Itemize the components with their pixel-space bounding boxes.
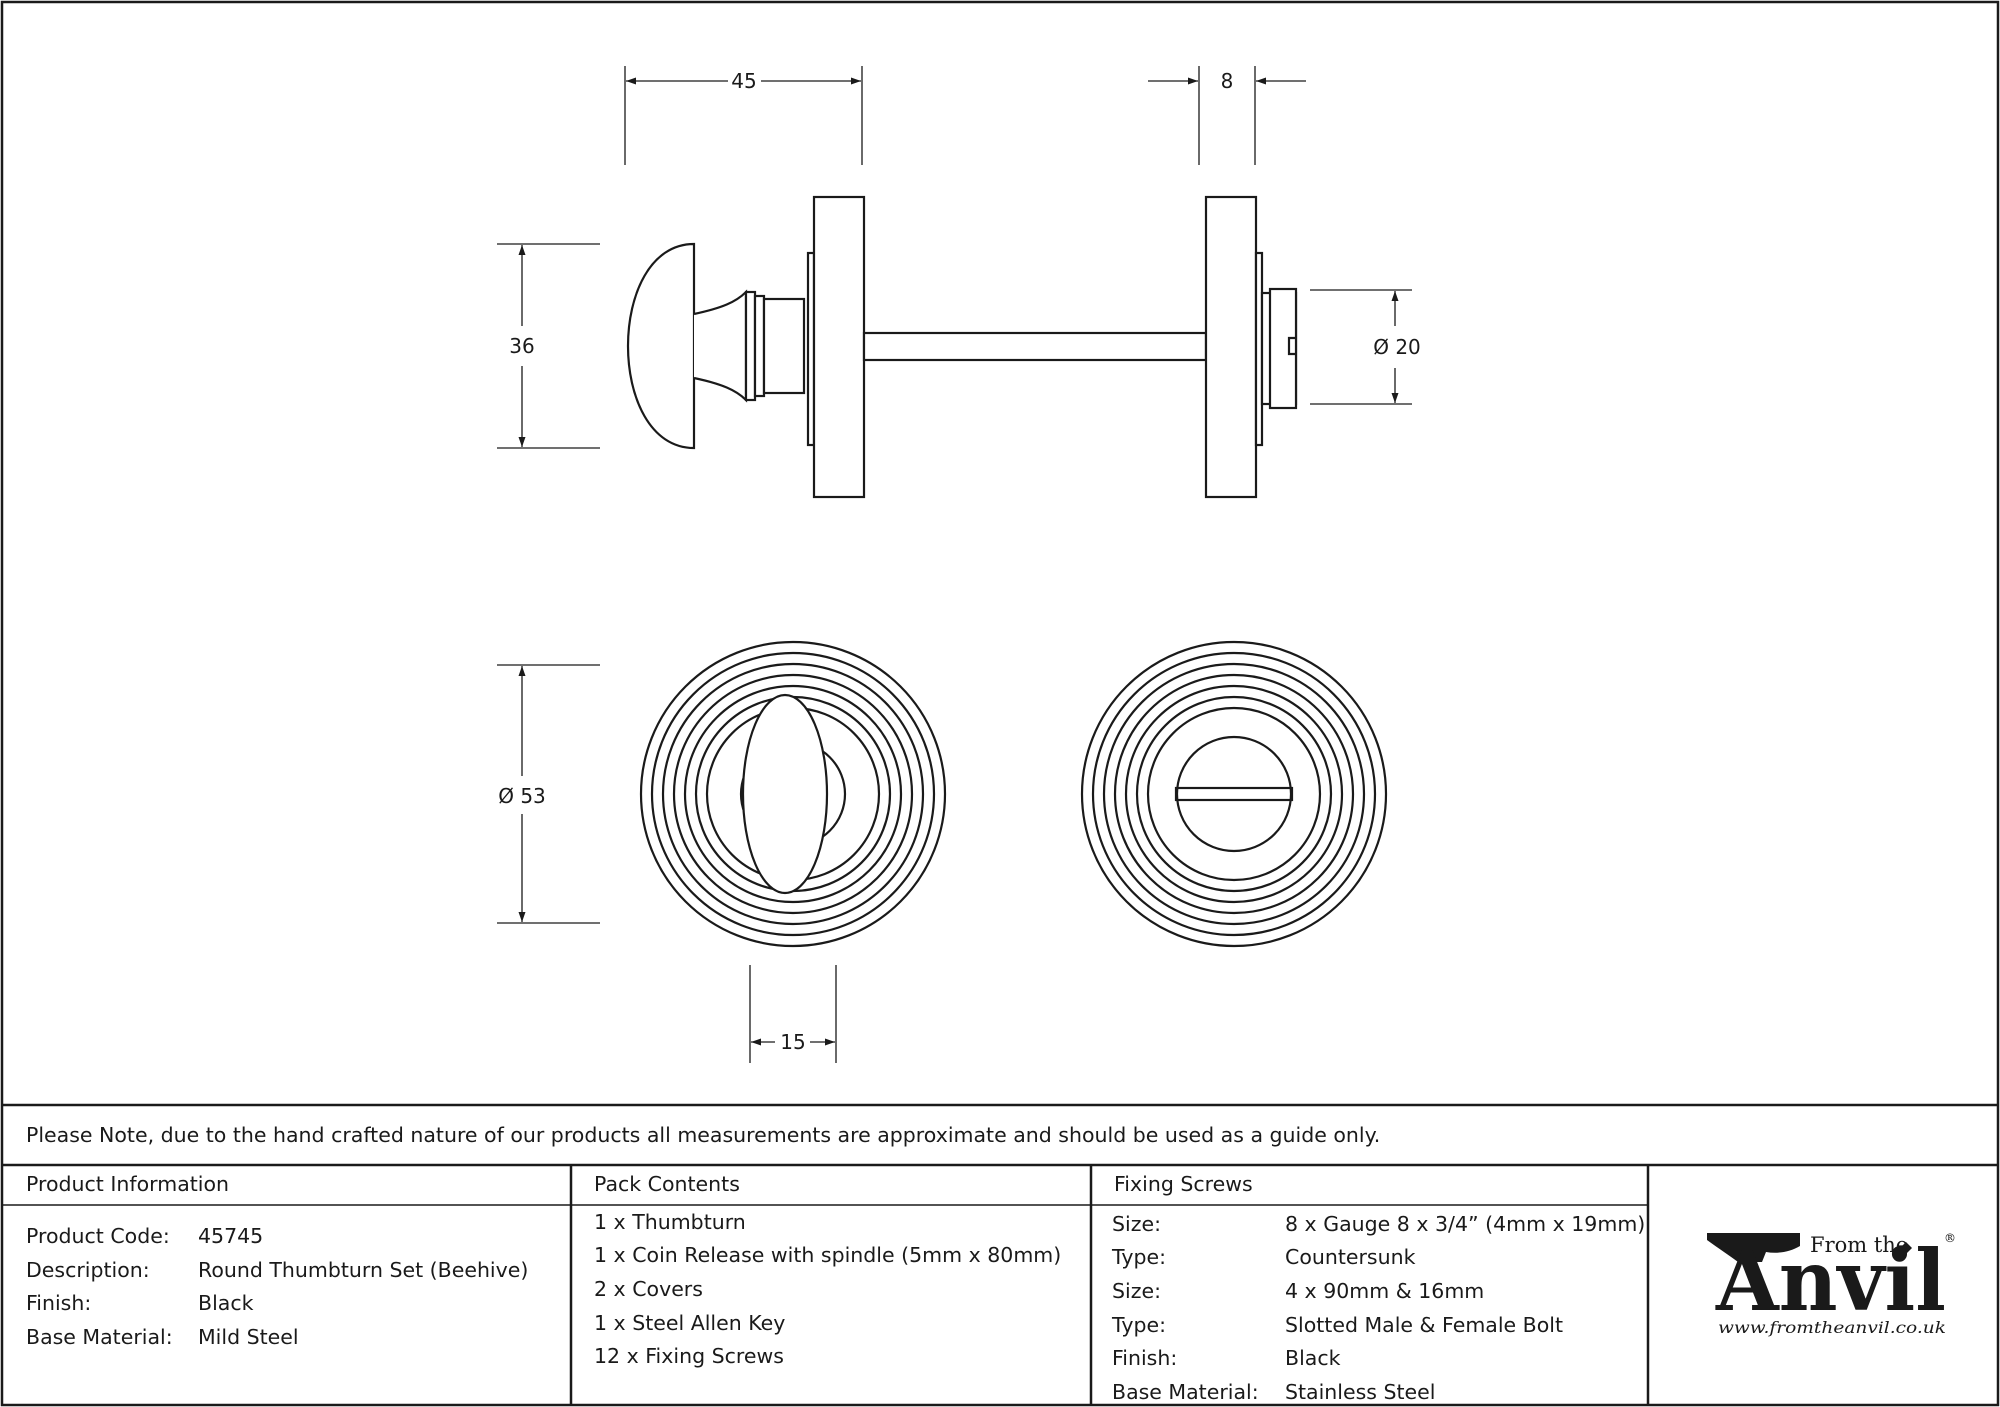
disclaimer-note: Please Note, due to the hand crafted nat… — [26, 1123, 1380, 1147]
anvil-icon — [1707, 1233, 1800, 1262]
fixing-screw-value: Slotted Male & Female Bolt — [1285, 1313, 1563, 1337]
dim-width-45: 45 — [731, 69, 756, 93]
pack-contents-item: 1 x Steel Allen Key — [594, 1311, 785, 1335]
from-the-anvil-logo: From the ® Anvil www.fromtheanvil.co.uk — [1707, 1231, 1956, 1337]
fixing-screw-label: Finish: — [1112, 1346, 1177, 1370]
dim-diameter-53: Ø 53 — [498, 784, 546, 808]
logo-registered-mark: ® — [1944, 1231, 1956, 1245]
thumbturn-front-view — [639, 640, 947, 948]
coin-release-front-view — [1080, 640, 1388, 948]
fixing-screw-label: Size: — [1112, 1212, 1161, 1236]
side-view — [626, 195, 1298, 499]
product-info-label: Product Code: — [26, 1224, 170, 1248]
product-info-label: Finish: — [26, 1291, 91, 1315]
side-view-dimensions — [497, 66, 1412, 449]
right-rose — [1204, 195, 1258, 499]
fixing-screw-value: Stainless Steel — [1285, 1380, 1435, 1404]
fixing-screws-header: Fixing Screws — [1114, 1172, 1253, 1196]
fixing-screws-section: Fixing Screws Size: 8 x Gauge 8 x 3/4” (… — [1111, 1172, 1645, 1404]
dim-diameter-20: Ø 20 — [1373, 335, 1421, 359]
pack-contents-item: 1 x Coin Release with spindle (5mm x 80m… — [594, 1243, 1061, 1267]
pack-contents-item: 2 x Covers — [594, 1277, 703, 1301]
logo-brand-name: Anvil — [1715, 1231, 1946, 1330]
dim-thickness-8: 8 — [1221, 69, 1234, 93]
coin-release-disc — [1175, 735, 1293, 853]
thumbturn-knob — [626, 242, 696, 450]
fixing-screw-value: 4 x 90mm & 16mm — [1285, 1279, 1484, 1303]
fixing-screw-value: Countersunk — [1285, 1245, 1416, 1269]
product-info-label: Description: — [26, 1258, 150, 1282]
thumbturn-neck — [693, 289, 748, 403]
product-info-value: 45745 — [198, 1224, 263, 1248]
spindle — [862, 331, 1208, 362]
fixing-screw-label: Base Material: — [1112, 1380, 1259, 1404]
info-table-lines — [2, 1103, 1998, 1405]
front-view-dimensions — [497, 664, 837, 1063]
dim-width-15: 15 — [780, 1030, 805, 1054]
pack-contents-header: Pack Contents — [594, 1172, 740, 1196]
thumbturn-collar-1 — [744, 290, 757, 402]
product-info-value: Mild Steel — [198, 1325, 299, 1349]
fixing-screw-value: Black — [1285, 1346, 1341, 1370]
fixing-screw-label: Type: — [1111, 1245, 1166, 1269]
logo-diamond — [1900, 1242, 1912, 1254]
thumbturn-oval — [741, 693, 829, 895]
coin-release-slot — [1287, 336, 1296, 356]
left-rose — [812, 195, 866, 499]
coin-release-slot-front — [1174, 786, 1294, 802]
coin-release-rose-rings — [1080, 640, 1388, 948]
thumbturn-collar-3 — [762, 297, 806, 395]
pack-contents-item: 1 x Thumbturn — [594, 1210, 746, 1234]
product-information-header: Product Information — [26, 1172, 229, 1196]
side-view-dimension-labels: 45 8 36 Ø 20 — [509, 69, 1421, 359]
logo-website: www.fromtheanvil.co.uk — [1718, 1318, 1946, 1337]
product-info-value: Black — [198, 1291, 254, 1315]
product-info-value: Round Thumbturn Set (Beehive) — [198, 1258, 528, 1282]
pack-contents-item: 12 x Fixing Screws — [594, 1344, 784, 1368]
logo-from-the: From the — [1810, 1233, 1908, 1257]
pack-contents-section: Pack Contents 1 x Thumbturn 1 x Coin Rel… — [594, 1172, 1061, 1368]
thumbturn-rose-rings — [639, 640, 947, 948]
product-information-section: Product Information Product Code: 45745 … — [26, 1172, 528, 1349]
product-info-label: Base Material: — [26, 1325, 173, 1349]
thumbturn-collar-2 — [753, 294, 766, 398]
fixing-screw-value: 8 x Gauge 8 x 3/4” (4mm x 19mm) — [1285, 1212, 1645, 1236]
fixing-screw-label: Type: — [1111, 1313, 1166, 1337]
front-view-dimension-labels: Ø 53 15 — [498, 784, 806, 1054]
fixing-screw-label: Size: — [1112, 1279, 1161, 1303]
dim-height-36: 36 — [509, 334, 534, 358]
coin-release-face — [1268, 287, 1298, 410]
